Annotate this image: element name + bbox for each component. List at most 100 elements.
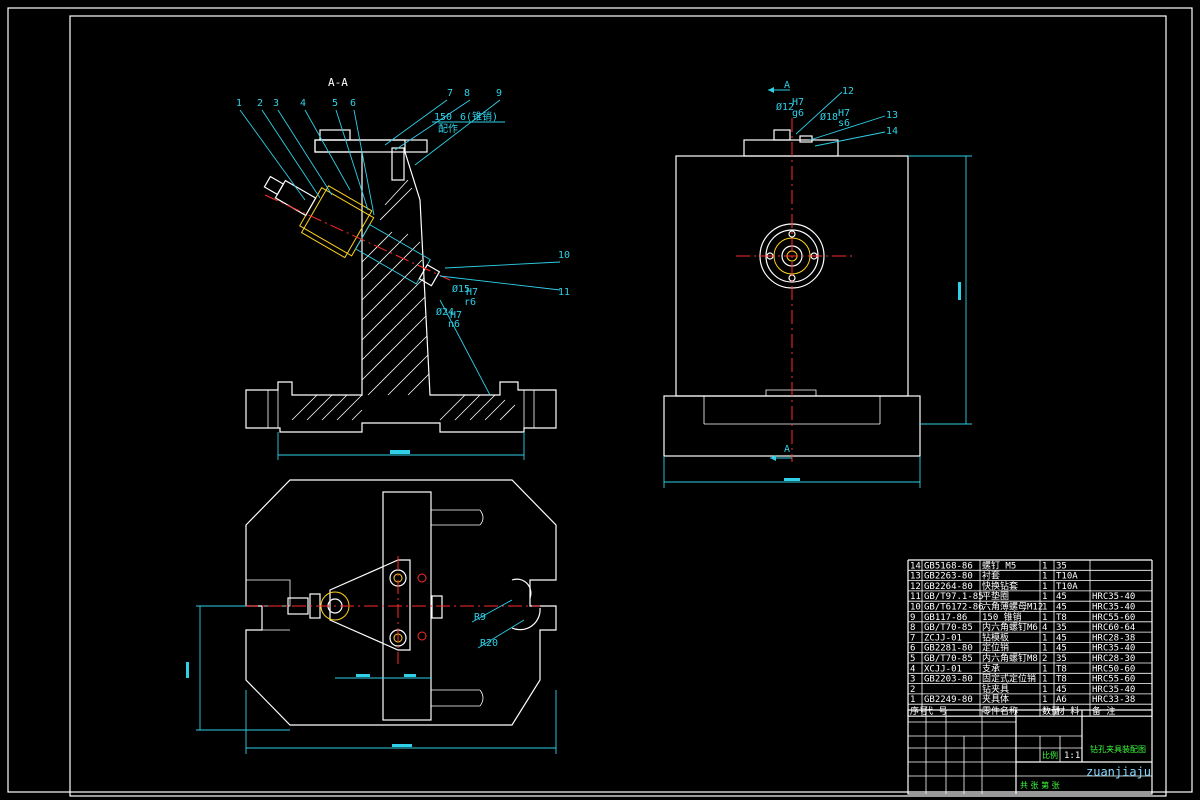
parts-cell-mat: T8 <box>1056 613 1067 623</box>
leader-2: 2 <box>257 98 263 109</box>
base-slot-left <box>267 389 279 429</box>
parts-cell-name: 钻夹具 <box>982 683 1009 695</box>
section-note-match: 配作 <box>438 123 458 135</box>
parts-cell-note: HRC33-38 <box>1092 695 1135 705</box>
parts-cell-note: HRC35-40 <box>1092 644 1135 654</box>
slot-radius-r9 <box>511 578 532 599</box>
parts-cell-name: 定位销 <box>982 642 1009 654</box>
locating-pin-top <box>391 147 405 181</box>
drawing-title: 钻孔夹具装配图 <box>1090 744 1146 754</box>
leader-3: 3 <box>273 98 279 109</box>
parts-cell-qty: 1 <box>1042 603 1047 613</box>
parts-cell-code: ZCJJ-01 <box>924 633 962 643</box>
parts-cell-name: 衬套 <box>982 570 1000 582</box>
parts-cell-no: 11 <box>910 592 921 602</box>
parts-cell-name: 支承 <box>982 662 1000 674</box>
parts-cell-note: HRC35-40 <box>1092 685 1135 695</box>
watermark: zuanjiaju <box>1086 765 1151 779</box>
parts-cell-no: 2 <box>910 685 915 695</box>
parts-cell-mat: T8 <box>1056 664 1067 674</box>
parts-cell-name: 150 锥销 <box>982 611 1022 623</box>
parts-cell-code: GB2264-80 <box>924 582 973 592</box>
parts-cell-code: GB/T70-85 <box>924 623 973 633</box>
parts-cell-mat: 45 <box>1056 644 1067 654</box>
parts-cell-qty: 1 <box>1042 685 1047 695</box>
inclined-workpiece <box>263 175 441 287</box>
parts-cell-no: 4 <box>910 664 915 674</box>
leader-4: 4 <box>300 98 306 109</box>
base-top-outline <box>245 479 557 726</box>
drill-plate-front <box>743 139 839 157</box>
parts-cell-mat: 45 <box>1056 633 1067 643</box>
fit-g6: g6 <box>792 108 804 119</box>
parts-cell-no: 3 <box>910 675 915 685</box>
parts-cell-no: 9 <box>910 613 915 623</box>
parts-cell-code: GB5168-86 <box>924 561 973 571</box>
leader-13: 13 <box>886 110 898 121</box>
parts-header-mat: 材 料 <box>1056 705 1079 717</box>
parts-cell-note: HRC50-60 <box>1092 664 1135 674</box>
parts-cell-code: GB/T6172-86 <box>924 603 984 613</box>
parts-cell-no: 12 <box>910 582 921 592</box>
parts-cell-no: 7 <box>910 633 915 643</box>
parts-cell-note: HRC28-38 <box>1092 633 1135 643</box>
parts-cell-qty: 1 <box>1042 572 1047 582</box>
parts-cell-qty: 1 <box>1042 592 1047 602</box>
fixture-body-section <box>245 139 557 433</box>
parts-cell-no: 8 <box>910 623 915 633</box>
leader-lines-front <box>795 91 886 147</box>
fit-d24: Ø24 <box>436 306 454 318</box>
sheet-label: 共 张 第 张 <box>1020 780 1060 790</box>
parts-cell-name: 钻模板 <box>982 631 1009 643</box>
leader-9: 9 <box>496 88 502 99</box>
parts-cell-qty: 1 <box>1042 561 1047 571</box>
parts-cell-note: HRC35-40 <box>1092 592 1135 602</box>
parts-cell-no: 5 <box>910 654 915 664</box>
parts-cell-qty: 1 <box>1042 613 1047 623</box>
parts-cell-mat: T8 <box>1056 675 1067 685</box>
leader-10: 10 <box>558 250 570 261</box>
workpiece-axis <box>264 194 451 281</box>
parts-cell-note: HRC35-40 <box>1092 603 1135 613</box>
arrow-a-bottom: A <box>784 444 790 455</box>
parts-cell-note: HRC60-64 <box>1092 623 1135 633</box>
parts-cell-code: GB/T70-85 <box>924 654 973 664</box>
arrow-a-top: A <box>784 80 790 91</box>
leader-12: 12 <box>842 86 854 97</box>
parts-header-name: 零件名称 <box>982 705 1018 717</box>
fit-h7-b: H7 <box>838 108 850 119</box>
parts-cell-code: GB117-86 <box>924 613 967 623</box>
leader-11: 11 <box>558 287 570 298</box>
parts-cell-code: XCJJ-01 <box>924 664 962 674</box>
leader-1: 1 <box>236 98 242 109</box>
parts-cell-name: 固定式定位销 <box>982 673 1036 685</box>
parts-cell-name: 六角薄螺母M12 <box>982 601 1043 613</box>
title-block: 钻孔夹具装配图 比例 1:1 共 张 第 张 zuanjiaju <box>907 709 1153 795</box>
fit-d15: Ø15 <box>452 283 470 295</box>
leader-14: 14 <box>886 126 898 137</box>
parts-cell-qty: 1 <box>1042 582 1047 592</box>
width-dim-text <box>390 450 410 454</box>
section-view-aa: A-A <box>236 76 570 460</box>
parts-header-no: 序号 <box>910 705 928 717</box>
parts-cell-note: HRC28-30 <box>1092 654 1135 664</box>
section-note-150: 150 <box>434 112 452 123</box>
section-note-pin: 6(锥销) <box>460 110 498 123</box>
parts-cell-mat: 45 <box>1056 592 1067 602</box>
fit-d18: Ø18 <box>820 111 838 123</box>
fit-s6: s6 <box>838 118 850 129</box>
fit-h7-c: H7 <box>466 287 478 298</box>
parts-cell-qty: 1 <box>1042 644 1047 654</box>
parts-header-qty: 数量 <box>1042 705 1060 717</box>
parts-cell-note: HRC55-60 <box>1092 613 1135 623</box>
section-hatching <box>291 179 516 421</box>
parts-cell-qty: 1 <box>1042 675 1047 685</box>
parts-cell-code: GB/T97.1-85 <box>924 592 984 602</box>
outer-border <box>7 7 1193 793</box>
parts-header-code: 代 号 <box>924 706 947 717</box>
radius-r20: R20 <box>480 638 498 649</box>
fit-n6: n6 <box>448 319 460 330</box>
leader-5: 5 <box>332 98 338 109</box>
scale-value: 1:1 <box>1064 751 1080 761</box>
fit-h7-d: H7 <box>450 310 462 321</box>
